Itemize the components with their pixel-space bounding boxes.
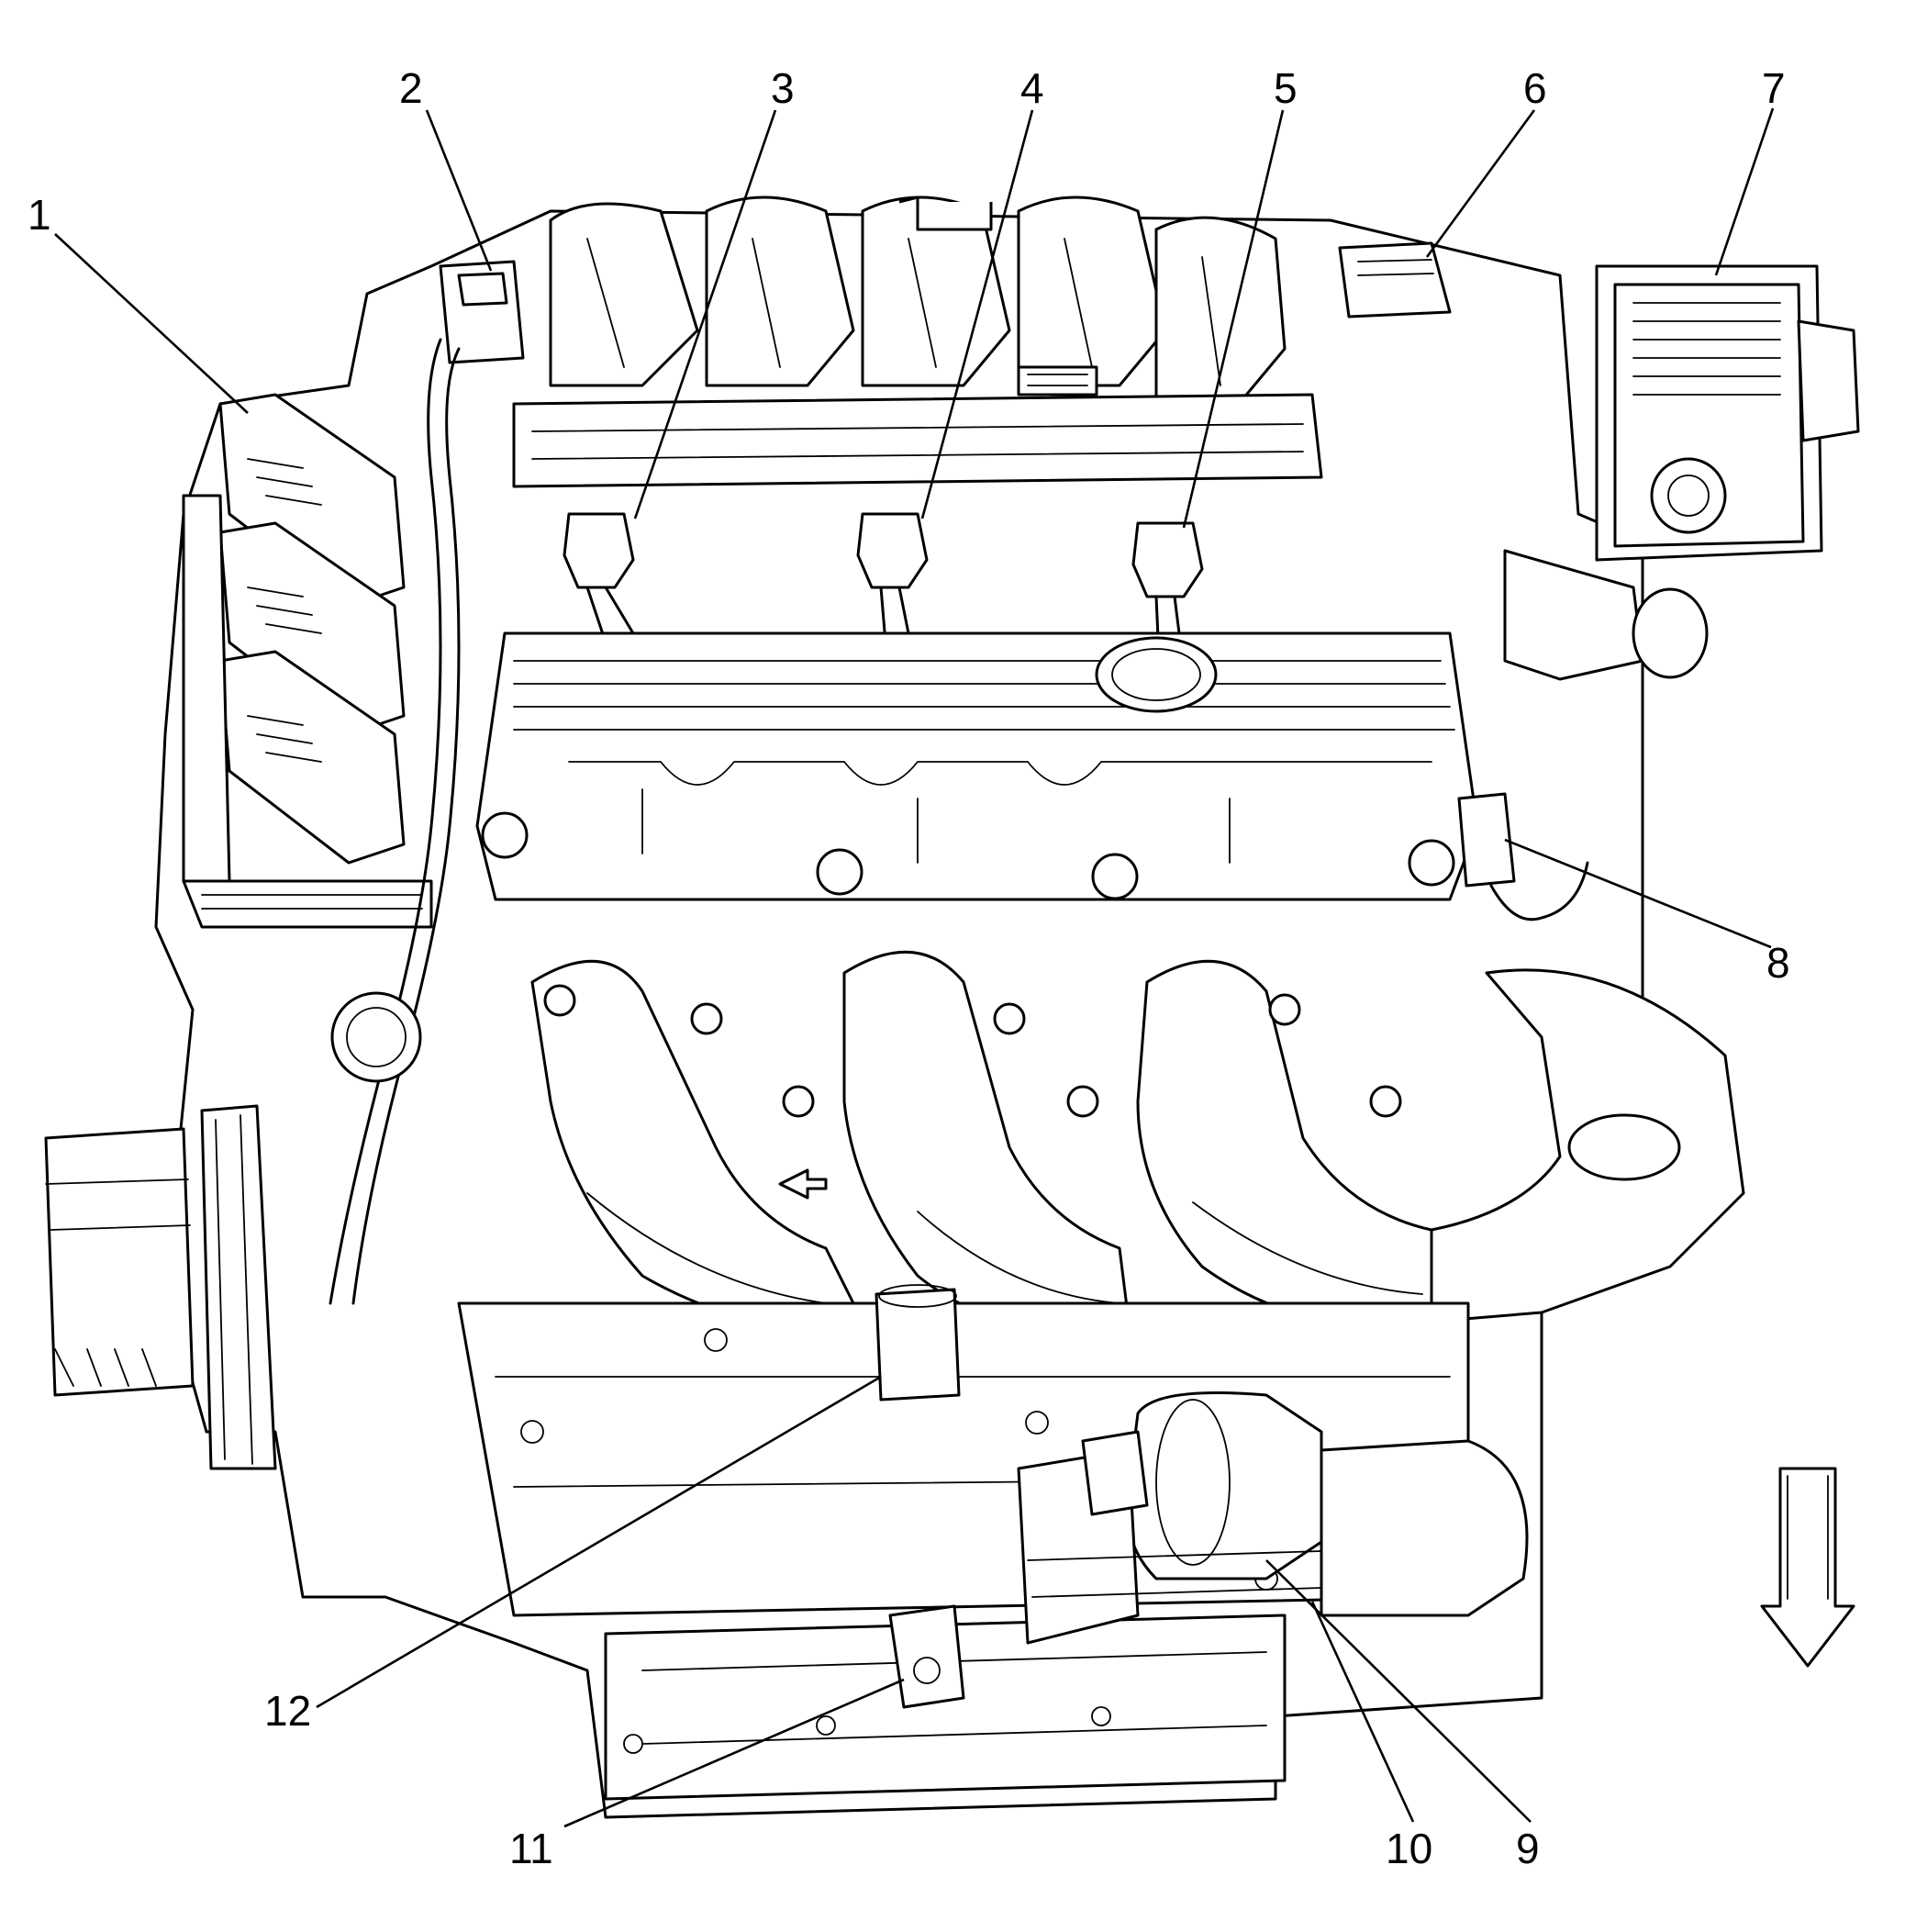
leader-line-2 [425,109,493,272]
leader-line-10 [1310,1601,1415,1823]
callout-labels: 1 2 3 4 5 6 7 8 9 10 11 12 [28,64,1790,1872]
leader-line-7 [1714,107,1775,276]
callout-8: 8 [1766,939,1790,987]
leader-line-6 [1425,109,1536,258]
coolant-outlet [330,991,422,1083]
map-sensor [1338,241,1452,318]
callout-10: 10 [1386,1825,1432,1872]
throttle-body [1503,264,1860,681]
leader-lines [54,107,1775,1828]
callout-4: 4 [1020,64,1044,112]
oil-level-sensor [888,1604,965,1709]
callout-3: 3 [771,64,795,112]
leader-line-4 [920,109,1034,519]
leader-line-5 [1182,109,1285,529]
fuel-injectors [563,512,1204,644]
callout-9: 9 [1516,1825,1540,1872]
callout-6: 6 [1523,64,1547,112]
callout-7: 7 [1762,64,1786,112]
leader-line-3 [633,109,777,519]
callout-12: 12 [264,1687,311,1735]
callout-2: 2 [399,64,423,112]
valve-cover [475,631,1479,901]
oil-pressure-sensor [875,1288,961,1402]
fuel-rail [512,393,1323,488]
wiring-harness [329,338,442,1305]
ignition-coil-pack [182,393,433,929]
leader-line-9 [1265,1559,1532,1823]
leader-line-12 [316,1375,882,1709]
leader-line-1 [54,233,249,414]
starter-motor [1017,1391,1529,1645]
exhaust-manifold [530,950,1745,1331]
engine-illustration [44,195,1860,1819]
leader-line-8 [1504,838,1772,949]
intake-manifold [549,195,1287,406]
callout-1: 1 [28,191,51,239]
crankshaft-pulley [44,1104,277,1470]
camshaft-position-sensor [1457,792,1516,888]
callout-5: 5 [1274,64,1298,112]
down-arrow-icon [1760,1467,1855,1668]
leader-line-11 [563,1678,905,1828]
callout-11: 11 [509,1825,553,1872]
